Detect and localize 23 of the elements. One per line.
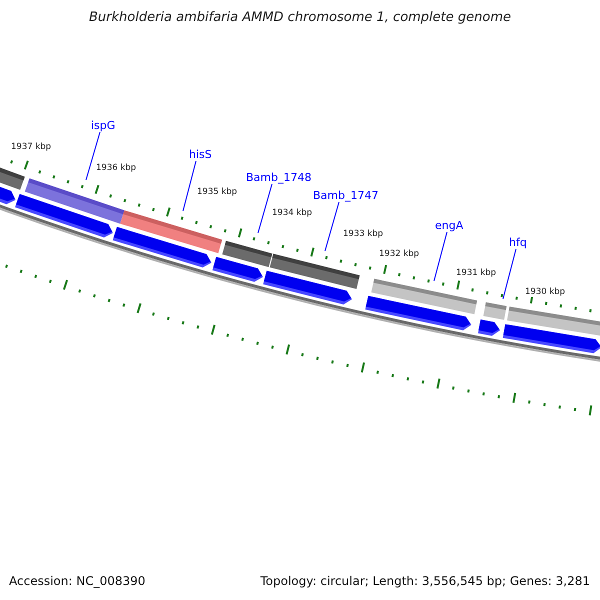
gene-label: hfq [509,236,527,249]
position-label: 1931 kbp [455,268,498,278]
leader-line [86,132,100,180]
gene-label: hisS [189,148,212,161]
position-label: 1936 kbp [95,163,138,173]
position-label: 1930 kbp [524,287,566,297]
position-label: 1937 kbp [10,142,52,152]
position-label: 1932 kbp [378,249,420,259]
leader-line [258,184,272,234]
gene-label: ispG [91,119,116,132]
position-label: 1935 kbp [196,187,238,197]
leader-line [434,232,448,282]
position-label: 1933 kbp [342,229,384,239]
gene-label: Bamb_1748 [246,171,312,184]
gene-label: Bamb_1747 [313,189,378,202]
leader-line [182,160,196,212]
title: Burkholderia ambifaria AMMD chromosome 1, complete genome [88,10,512,25]
leader-line [502,248,516,300]
gene-label: engA [435,219,464,232]
position-label: 1934 kbp [271,208,314,218]
footer-text: Accession: NC_008390 [9,574,146,588]
footer-text: Topology: circular; Length: 3,556,545 bp; Genes: 3,281 [260,574,590,588]
leader-line [324,202,340,252]
